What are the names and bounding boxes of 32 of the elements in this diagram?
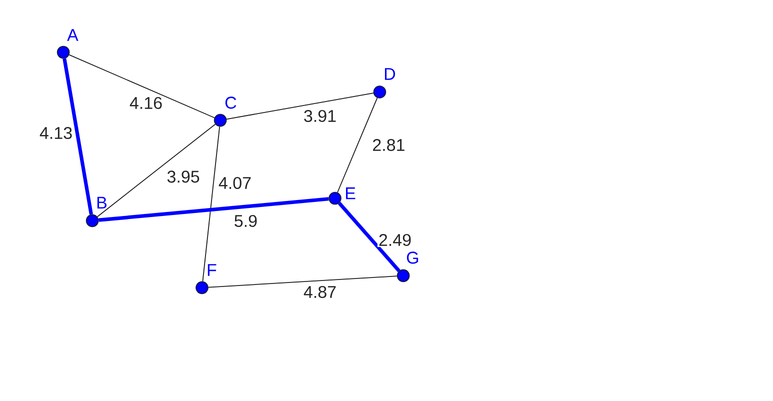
edge-line: [337, 97, 378, 193]
edge-line: [202, 126, 220, 282]
edge-label: 4.16: [128, 96, 164, 110]
edge-line: [226, 92, 374, 120]
vertex-dot: [214, 114, 227, 127]
vertex-label: A: [67, 29, 78, 41]
edge-label: 3.91: [302, 108, 338, 123]
vertex-dot: [86, 214, 99, 228]
vertex-label: B: [97, 196, 106, 209]
edge-line: [98, 197, 329, 222]
edge-line: [338, 202, 400, 272]
vertex-label: C: [225, 96, 236, 109]
edge-line: [68, 54, 215, 118]
vertex-label: F: [208, 264, 216, 276]
vertex-dot: [373, 86, 386, 98]
edge-line: [96, 124, 216, 218]
edge-line: [62, 58, 93, 215]
edge-label: 2.81: [371, 138, 406, 152]
edge-label: 5.9: [232, 214, 259, 228]
edge-label: 4.07: [217, 176, 253, 190]
vertex-dot: [56, 46, 70, 59]
vertex-label: E: [346, 187, 356, 200]
edge-label: 4.87: [302, 284, 338, 299]
edge-label: 3.95: [166, 170, 201, 184]
vertex-dot: [396, 269, 410, 282]
vertex-dot: [196, 281, 208, 294]
vertex-dot: [328, 192, 342, 205]
edge-label: 2.49: [377, 232, 413, 247]
edge-line: [208, 276, 398, 288]
vertex-label: G: [406, 252, 418, 264]
vertex-label: D: [384, 68, 396, 80]
edge-label: 4.13: [38, 126, 74, 140]
